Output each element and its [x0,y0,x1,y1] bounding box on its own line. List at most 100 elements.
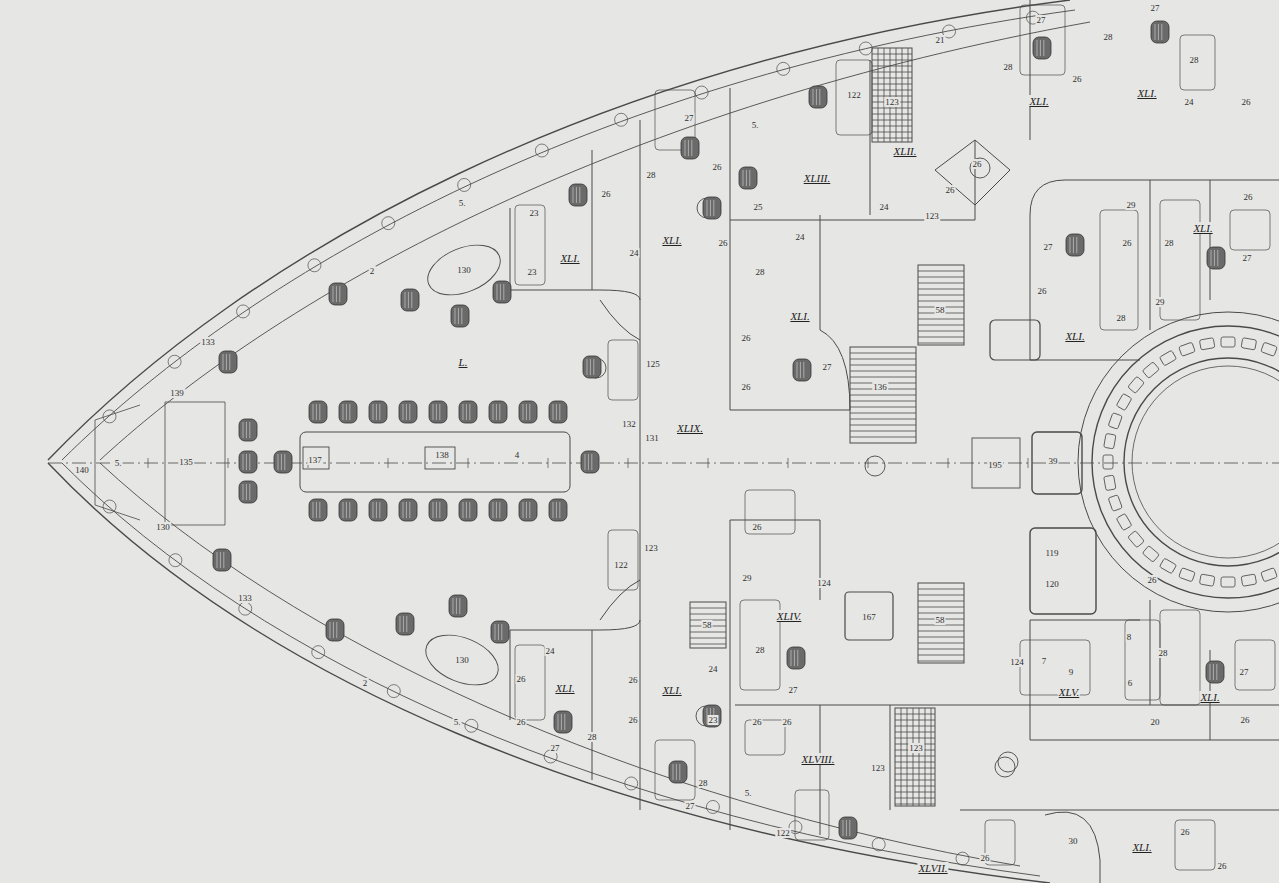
stair-tread [850,419,916,420]
furniture-outline [1180,35,1215,90]
chair-seat [703,197,721,219]
chair-symbol [459,401,477,423]
chair-slat [588,454,589,470]
callout-number: 26 [1217,861,1228,871]
roller-block [1116,393,1132,410]
furniture-outline [1175,820,1215,870]
callout-number: 124 [1009,657,1025,667]
chair-slat [498,624,499,640]
chair-slat [1210,664,1211,680]
chair-seat [703,705,721,727]
chair-slat [743,170,744,186]
callout-number: 28 [1103,32,1114,42]
frame-circle [382,217,395,230]
frame-tick [468,458,469,468]
chair-slat [587,359,588,375]
chair-slat [284,454,285,470]
callout-number: 122 [846,90,862,100]
chair-slat [226,354,227,370]
stair-tread [918,337,964,338]
callout-number: 26 [712,162,723,172]
chair-symbol [1033,37,1051,59]
chair-symbol [491,621,509,643]
stair-outline [690,602,726,648]
callout-number: 123 [870,763,886,773]
callout-number: 5. [114,458,123,468]
chair-slat [564,714,565,730]
chair-seat [239,481,257,503]
callout-number: 26 [980,853,991,863]
frame-circle [706,800,719,813]
callout-number: 26 [628,715,639,725]
furniture-outline [1125,620,1160,700]
bulkhead [820,705,821,835]
chair-seat [839,817,857,839]
stair-tread [918,601,964,602]
roller-block [1221,337,1235,347]
frame-tick [1028,458,1029,468]
chair-symbol [239,481,257,503]
callout-number: 26 [1122,238,1133,248]
callout-number: 26 [628,675,639,685]
table-fixture [303,447,329,469]
chair-seat [399,499,417,521]
room-number: XLI. [661,684,682,696]
chair-seat [569,184,587,206]
frame-circle [169,554,182,567]
bulkhead [1030,0,1031,140]
callout-number: 195 [987,460,1003,470]
chair-seat [809,86,827,108]
callout-number: 28 [698,778,709,788]
hull-line [100,22,1090,460]
chair-slat [466,404,467,420]
callout-number: 8 [1126,632,1133,642]
chair-symbol [554,711,572,733]
chair-seat [1066,234,1084,256]
roller-block [1159,558,1176,574]
chair-slat [343,404,344,420]
chair-slat [849,820,850,836]
stair-tread [918,589,964,590]
callout-number: 39 [1048,456,1059,466]
chair-symbol [1206,661,1224,683]
chair-seat [493,281,511,303]
stair-tread [918,331,964,332]
chair-slat [493,404,494,420]
frame-circle [387,685,400,698]
chair-slat [529,404,530,420]
bulkhead [890,705,891,810]
chair-slat [349,404,350,420]
callout-number: 23 [529,208,540,218]
chair-seat [549,401,567,423]
fixture-box [1030,528,1096,614]
chair-seat [339,499,357,521]
chair-slat [406,616,407,632]
fixture-box [972,438,1020,488]
chair-symbol [669,761,687,783]
stair-tread [918,631,964,632]
chair-symbol [787,647,805,669]
grating-bar [901,708,902,806]
frame-tick [628,458,629,468]
chair-slat [523,404,524,420]
chair-slat [379,502,380,518]
chair-seat [793,359,811,381]
chair-slat [439,404,440,420]
chair-slat [469,502,470,518]
callout-number: 28 [1116,313,1127,323]
frame-circle [312,646,325,659]
chair-slat [819,89,820,105]
callout-number: 26 [945,185,956,195]
grating-bar [925,708,926,806]
chair-slat [493,502,494,518]
chair-symbol [493,281,511,303]
callout-number: 26 [1241,97,1252,107]
furniture-outline [795,790,829,840]
chair-slat [246,454,247,470]
chair-slat [561,714,562,730]
chair-symbol [839,817,857,839]
chair-symbol [369,499,387,521]
callout-number: 58 [702,620,713,630]
callout-number: 122 [613,560,629,570]
callout-number: 2 [369,266,376,276]
